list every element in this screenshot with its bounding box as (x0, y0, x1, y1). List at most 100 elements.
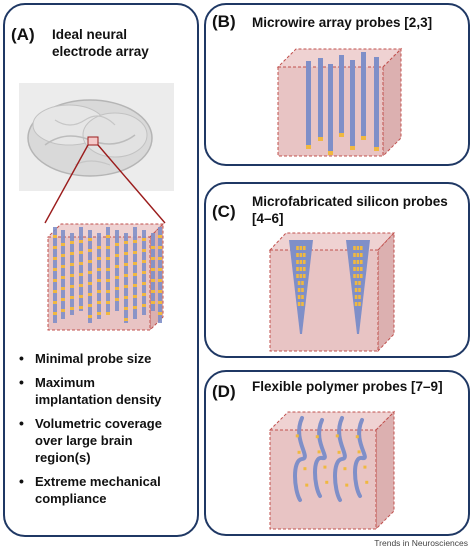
electrode-site (353, 267, 356, 271)
electrode-site (297, 288, 301, 292)
electrode-site (124, 252, 128, 255)
wire-tip-electrode (350, 146, 355, 150)
electrode-site (315, 435, 319, 439)
electrode-site (151, 246, 155, 249)
electrode-site (61, 265, 65, 268)
electrode-site (325, 480, 329, 484)
requirement-item: Minimal probe size (13, 350, 198, 367)
electrode-site (360, 267, 363, 271)
electrode-site (353, 253, 356, 257)
electrode-site (358, 288, 361, 292)
electrode-site (303, 467, 307, 471)
electrode-site (115, 298, 119, 301)
electrode-site (357, 450, 361, 454)
wire-tip-electrode (306, 145, 311, 149)
wire-tip-electrode (339, 133, 344, 137)
electrode-site (158, 235, 162, 238)
panel-c-silicon: (C) Microfabricated silicon probes [4–6] (204, 182, 470, 358)
microwire (318, 58, 323, 137)
electrode-site (106, 257, 110, 260)
zoom-line-right (97, 144, 166, 224)
electrode-site (296, 267, 299, 271)
electrode-site (323, 465, 327, 469)
electrode-site (337, 450, 341, 454)
electrode-site (151, 290, 155, 293)
electrode-site (301, 302, 304, 306)
electrode-site (297, 302, 301, 306)
electrode-site (142, 282, 146, 285)
electrode-site (88, 238, 92, 241)
probe-shank (124, 233, 128, 323)
electrode-site (133, 251, 137, 254)
electrode-site (106, 290, 110, 293)
electrode-site (88, 315, 92, 318)
electrode-site (356, 267, 360, 271)
electrode-site (53, 235, 57, 238)
electrode-site (343, 467, 347, 471)
zoom-region (87, 136, 99, 146)
electrode-site (124, 274, 128, 277)
electrode-site (97, 257, 101, 260)
panel-a-title: Ideal neural electrode array (52, 27, 149, 59)
electrode-site (299, 253, 303, 257)
electrode-site (124, 307, 128, 310)
electrode-site (142, 304, 146, 307)
electrode-site (124, 241, 128, 244)
electrode-site (106, 312, 110, 315)
electrode-site (88, 260, 92, 263)
electrode-site (124, 296, 128, 299)
panel-b-title: Microwire array probes [2,3] (252, 15, 433, 30)
electrode-site (303, 274, 306, 278)
electrode-site (79, 273, 83, 276)
electrode-site (345, 483, 349, 487)
electrode-site (303, 260, 306, 264)
flexible-probe (313, 418, 327, 498)
electrode-site (53, 279, 57, 282)
probe-shank (151, 233, 155, 311)
electrode-site (354, 295, 358, 299)
silicon-shank (346, 240, 370, 334)
electrode-site (365, 480, 369, 484)
electrode-site (88, 249, 92, 252)
electrode-site (115, 265, 119, 268)
microwire (374, 57, 379, 147)
panel-c-label: (C) (212, 202, 236, 221)
electrode-site (70, 307, 74, 310)
electrode-site (151, 257, 155, 260)
wire-tip-electrode (361, 136, 366, 140)
electrode-site (299, 260, 303, 264)
electrode-site (70, 285, 74, 288)
electrode-site (356, 246, 360, 250)
electrode-site (106, 246, 110, 249)
electrode-site (61, 298, 65, 301)
electrode-site (97, 268, 101, 271)
brain-icon (27, 99, 153, 177)
electrode-site (79, 284, 83, 287)
electrode-site (296, 274, 299, 278)
panel-d-illustration (268, 410, 396, 531)
electrode-site (355, 435, 359, 439)
panel-c-title: Microfabricated silicon probes [4–6] (252, 194, 448, 226)
microwire (328, 64, 333, 151)
wire-tip-electrode (328, 151, 333, 155)
electrode-site (115, 254, 119, 257)
probe-shank (53, 227, 57, 323)
electrode-site (61, 243, 65, 246)
electrode-site (360, 253, 363, 257)
electrode-site (142, 249, 146, 252)
electrode-site (356, 274, 360, 278)
electrode-site (360, 246, 363, 250)
electrode-site (151, 279, 155, 282)
probe-shank (158, 227, 162, 323)
electrode-site (297, 281, 301, 285)
electrode-site (124, 285, 128, 288)
electrode-site (158, 246, 162, 249)
electrode-site (70, 252, 74, 255)
tissue-cube-c (268, 231, 396, 353)
electrode-site (106, 279, 110, 282)
zoom-line-left (44, 144, 89, 224)
electrode-site (106, 268, 110, 271)
